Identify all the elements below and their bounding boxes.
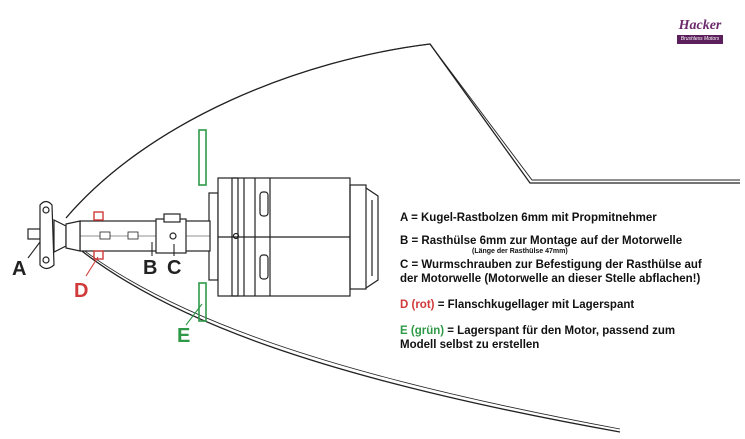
label-b: B bbox=[143, 257, 157, 279]
legend-e-text-2: Modell selbst zu erstellen bbox=[400, 339, 540, 351]
leader-lines bbox=[27, 241, 203, 326]
ball-lock-bolt-a bbox=[27, 200, 81, 270]
label-d: D bbox=[74, 280, 88, 302]
legend-a: A = Kugel-Rastbolzen 6mm mit Propmitnehm… bbox=[400, 212, 657, 224]
legend: A = Kugel-Rastbolzen 6mm mit Propmitnehm… bbox=[400, 211, 745, 352]
hacker-logo: Hacker Brushless Motors bbox=[675, 18, 725, 46]
legend-c-line2: der Motorwelle (Motorwelle an dieser Ste… bbox=[400, 273, 701, 285]
legend-b-note: (Länge der Rasthülse 47mm) bbox=[472, 248, 568, 255]
legend-d-text: = Flanschkugellager mit Lagerspant bbox=[434, 299, 635, 311]
adapter-sleeve-b bbox=[79, 213, 211, 254]
legend-c: C = Wurmschrauben zur Befestigung der Ra… bbox=[400, 258, 745, 286]
motor-body bbox=[217, 177, 379, 297]
legend-e-text-1: = Lagerspant für den Motor, passend zum bbox=[444, 325, 676, 337]
legend-b: B = Rasthülse 6mm zur Montage auf der Mo… bbox=[400, 234, 745, 256]
logo-tagline: Brushless Motors bbox=[677, 35, 723, 44]
logo-brand: Hacker bbox=[678, 18, 722, 33]
legend-e: E (grün) = Lagerspant für den Motor, pas… bbox=[400, 324, 745, 352]
legend-e-key: E (grün) bbox=[400, 325, 445, 337]
legend-d-key: D (rot) bbox=[400, 299, 435, 311]
legend-b-text: B = Rasthülse 6mm zur Montage auf der Mo… bbox=[400, 235, 683, 247]
fuselage-outline bbox=[65, 43, 740, 433]
label-a: A bbox=[12, 258, 26, 280]
motor-bulkhead-e bbox=[198, 129, 207, 322]
legend-c-line1: C = Wurmschrauben zur Befestigung der Ra… bbox=[400, 259, 702, 271]
legend-d: D (rot) = Flanschkugellager mit Lagerspa… bbox=[400, 298, 745, 312]
label-e: E bbox=[177, 325, 190, 347]
label-c: C bbox=[167, 257, 181, 279]
flange-bearing-d bbox=[93, 211, 104, 260]
